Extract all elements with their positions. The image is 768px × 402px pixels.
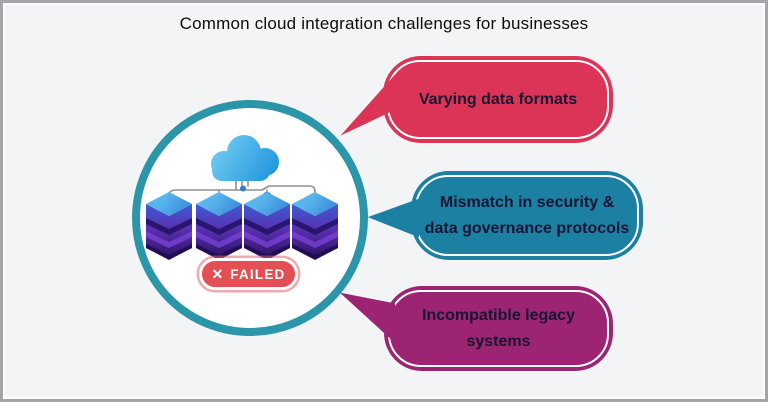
bubble-text-line: systems	[466, 332, 531, 350]
challenge-bubble-data-formats: Varying data formats	[383, 56, 613, 143]
failed-status-badge: ✕ FAILED	[199, 258, 298, 290]
cloud-servers-illustration	[132, 100, 368, 336]
server-icon	[196, 192, 242, 260]
bubble-tail	[367, 198, 419, 238]
challenge-bubble-security-mismatch: Mismatch in security & data governance p…	[411, 171, 643, 260]
server-icon	[146, 192, 192, 260]
bubble-text-line: Mismatch in security &	[439, 193, 615, 211]
server-icon	[244, 192, 290, 260]
cloud-icon	[211, 135, 279, 181]
page-title: Common cloud integration challenges for …	[179, 14, 589, 33]
challenge-bubble-legacy-systems: Incompatible legacy systems	[384, 286, 613, 371]
server-icons	[146, 192, 338, 260]
x-icon: ✕	[211, 265, 224, 282]
bubble-text-line: data governance protocols	[424, 219, 630, 237]
server-icon	[292, 192, 338, 260]
bubble-text-line: Varying data formats	[418, 90, 578, 108]
bubble-text-line: Incompatible legacy	[422, 306, 575, 324]
failed-badge-label: FAILED	[230, 266, 286, 282]
